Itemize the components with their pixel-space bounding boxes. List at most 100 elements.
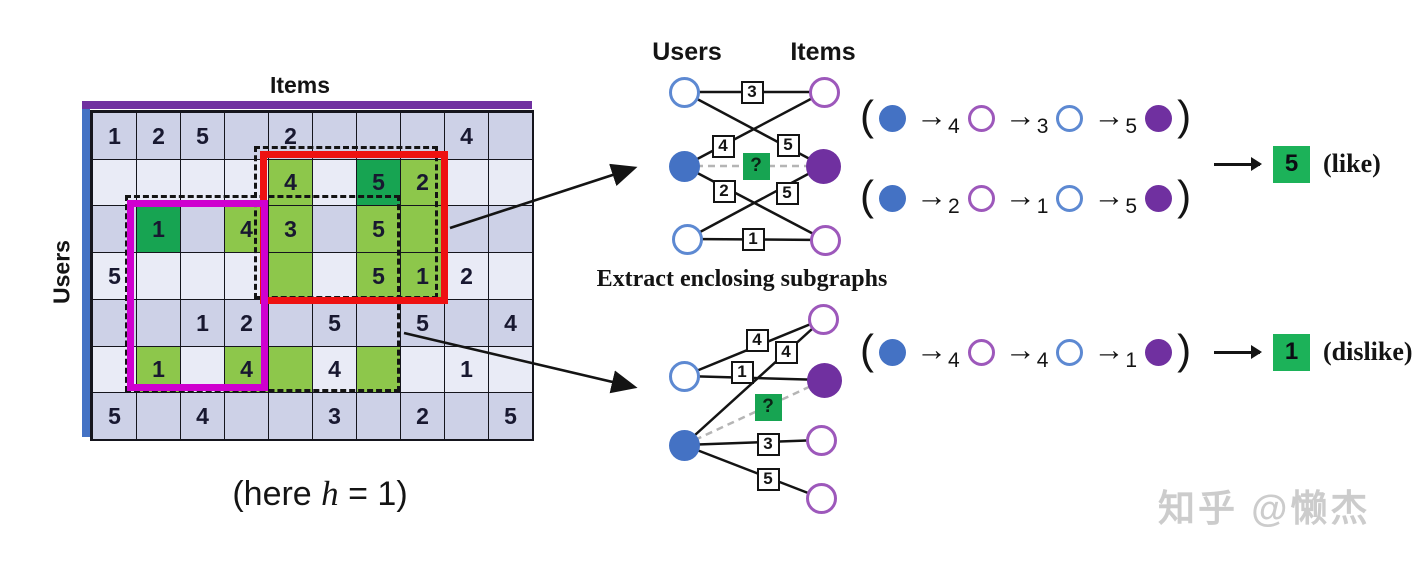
close-paren: ) xyxy=(1177,92,1192,139)
path-notation-1: (→4→3→5) xyxy=(858,90,1193,146)
matrix-cell xyxy=(444,392,489,440)
path-rating-subscript: 4 xyxy=(1036,349,1049,372)
path-node-purple-open xyxy=(967,338,995,366)
matrix-cell xyxy=(356,392,401,440)
path-node-blue-open xyxy=(1056,184,1084,212)
matrix-cell: 2 xyxy=(444,252,489,300)
matrix-cell: 5 xyxy=(356,159,401,206)
right-arrow-icon xyxy=(1214,157,1262,171)
item-node-open xyxy=(805,482,837,514)
edge-rating-box: 2 xyxy=(712,179,736,203)
matrix-cell xyxy=(136,159,181,206)
edge-rating-box: 1 xyxy=(730,360,754,384)
matrix-cell: 5 xyxy=(180,112,225,160)
user-node-open xyxy=(668,360,700,392)
path-node-purple-open xyxy=(967,104,995,132)
path-notation-3: (→4→4→1) xyxy=(858,324,1193,380)
matrix-items-label: Items xyxy=(269,72,331,98)
path-node-purple-filled xyxy=(1145,184,1173,212)
matrix-cell xyxy=(312,252,357,300)
path-rating-subscript: 1 xyxy=(1125,349,1138,372)
predicted-rating-badge: 1 xyxy=(1273,333,1310,371)
graph-items-header: Items xyxy=(790,38,856,66)
path-arrow-icon: → xyxy=(916,97,947,133)
user-node-filled xyxy=(668,150,700,182)
matrix-cell xyxy=(136,299,181,347)
items-axis-bar xyxy=(82,101,532,109)
edge-rating-box: 3 xyxy=(756,432,780,456)
matrix-cell xyxy=(180,205,225,253)
hop-caption-var: h xyxy=(321,474,339,513)
matrix-cell: 2 xyxy=(400,392,445,440)
path-arrow-icon: → xyxy=(1004,331,1036,367)
watermark: 知乎 @懒杰 xyxy=(1158,488,1371,529)
rating-edge xyxy=(683,374,825,382)
edge-rating-box: 5 xyxy=(775,181,799,205)
item-node-open xyxy=(808,76,840,108)
rating-edge xyxy=(686,164,824,241)
path-node-purple-filled xyxy=(1145,338,1173,366)
matrix-to-subgraph-arrow-top xyxy=(449,163,638,230)
unknown-rating-box: ? xyxy=(742,152,770,180)
target-edge xyxy=(683,378,825,447)
path-rating-subscript: 5 xyxy=(1125,115,1138,138)
user-node-open xyxy=(671,223,703,255)
graph-users-header: Users xyxy=(652,38,722,66)
unknown-rating-box: ? xyxy=(754,393,782,421)
matrix-to-subgraph-arrow-bottom xyxy=(403,331,638,394)
path-arrow-icon: → xyxy=(916,331,947,367)
path-arrow-icon: → xyxy=(916,177,947,213)
path-node-purple-filled xyxy=(1145,104,1173,132)
path-arrow-icon: → xyxy=(1004,177,1036,213)
path-node-blue-filled xyxy=(879,338,906,366)
matrix-cell: 1 xyxy=(444,346,489,393)
prediction-label: (like) xyxy=(1323,149,1381,178)
users-axis-bar xyxy=(82,109,90,437)
edge-rating-box: 4 xyxy=(711,134,735,158)
matrix-cell xyxy=(180,252,225,300)
path-rating-subscript: 4 xyxy=(948,349,960,372)
matrix-cell xyxy=(180,159,225,206)
prediction-like: 5 (like) xyxy=(1214,145,1381,183)
path-rating-subscript: 1 xyxy=(1036,195,1049,218)
matrix-cell: 4 xyxy=(488,299,533,347)
item-node-filled xyxy=(805,148,841,184)
item-node-open xyxy=(807,303,839,335)
path-node-blue-open xyxy=(1056,338,1084,366)
user-node-filled xyxy=(668,429,700,461)
path-notation-2: (→2→1→5) xyxy=(858,170,1193,226)
path-arrow-icon: → xyxy=(1004,97,1036,133)
path-arrow-icon: → xyxy=(1093,97,1125,133)
path-rating-subscript: 4 xyxy=(948,115,960,138)
matrix-cell xyxy=(136,252,181,300)
hop-caption-post: = 1) xyxy=(338,475,408,513)
rating-edge xyxy=(683,318,824,446)
hop-caption-pre: (here xyxy=(232,475,322,513)
matrix-cell xyxy=(136,392,181,440)
extract-subgraphs-label: Extract enclosing subgraphs xyxy=(596,266,888,292)
matrix-cell: 5 xyxy=(356,252,401,300)
matrix-cell: 4 xyxy=(444,112,489,160)
edge-rating-box: 5 xyxy=(756,467,780,491)
matrix-cell: 3 xyxy=(312,392,357,440)
path-arrow-icon: → xyxy=(1093,177,1125,213)
edge-rating-box: 5 xyxy=(776,133,800,157)
matrix-cell xyxy=(488,112,533,160)
item-node-open xyxy=(805,424,837,456)
matrix-cell xyxy=(488,252,533,300)
path-node-blue-filled xyxy=(879,104,906,132)
open-paren: ( xyxy=(860,326,874,373)
rating-edge xyxy=(683,90,825,168)
close-paren: ) xyxy=(1177,326,1192,373)
matrix-cell: 1 xyxy=(92,112,137,160)
edge-rating-box: 4 xyxy=(774,340,798,364)
close-paren: ) xyxy=(1177,172,1192,219)
matrix-cell: 4 xyxy=(312,346,357,393)
path-arrow-icon: → xyxy=(1093,331,1125,367)
predicted-rating-badge: 5 xyxy=(1273,145,1310,183)
matrix-cell xyxy=(488,159,533,206)
prediction-label: (dislike) xyxy=(1323,337,1413,366)
matrix-cell xyxy=(268,252,313,300)
